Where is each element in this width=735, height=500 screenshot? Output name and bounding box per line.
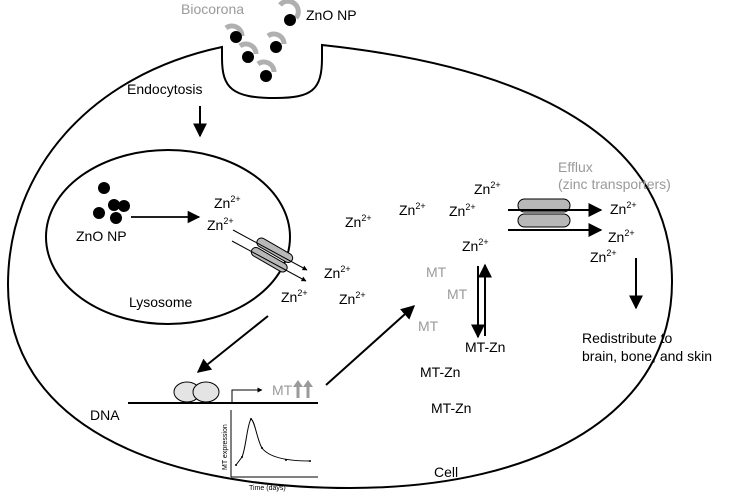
zn-to-dna-arrow (196, 315, 269, 373)
redistribute-label: Redistribute to (582, 330, 672, 346)
zn-ion: Zn2+ (590, 248, 617, 265)
zn-ion: Zn2+ (608, 228, 635, 245)
zn-ion: Zn2+ (339, 290, 366, 307)
mt-gene-label: MT (272, 382, 293, 398)
zinc-ions: Zn2+ Zn2+ Zn2+ Zn2+ Zn2+ Zn2+ Zn2+ Zn2+ … (207, 180, 637, 307)
dna-label: DNA (90, 407, 120, 423)
mt-label-free: MT (426, 264, 447, 280)
mt-zn-label: MT-Zn (465, 339, 505, 355)
mt-label-free: MT (447, 286, 468, 302)
mt-expression-curve (235, 418, 311, 466)
mt-zn-label: MT-Zn (431, 400, 471, 416)
biocorona-label: Biocorona (181, 1, 244, 17)
mt-zn-label: MT-Zn (420, 364, 460, 380)
zn-ion: Zn2+ (474, 180, 501, 197)
lysosome-label: Lysosome (129, 294, 193, 310)
zn-ion: Zn2+ (281, 288, 308, 305)
redistribute-targets: brain, bone, and skin (582, 348, 712, 364)
biocorona-nanoparticles (224, 0, 301, 82)
zn-ion: Zn2+ (449, 202, 476, 219)
zno-np-cluster (93, 182, 130, 224)
zinc-transporter (517, 198, 571, 228)
upregulation-icon (293, 380, 313, 398)
inset-xlabel: Time (days) (249, 485, 286, 492)
zn-ion: Zn2+ (610, 200, 637, 217)
endocytosis-label: Endocytosis (127, 81, 202, 97)
zn-ion: Zn2+ (462, 237, 489, 254)
mt-label-free: MT (418, 318, 439, 334)
zn-ion: Zn2+ (207, 216, 234, 233)
efflux-subtitle: (zinc transporters) (558, 176, 671, 192)
expression-arrow (325, 305, 416, 386)
transcription-start-arrow (231, 387, 263, 403)
cell-label: Cell (434, 464, 458, 480)
lysosome-efflux-arrow-1 (232, 229, 308, 271)
zno-np-lysosome-label: ZnO NP (76, 228, 127, 244)
lysosome-efflux-arrow-2 (231, 240, 307, 282)
zn-ion: Zn2+ (214, 194, 241, 211)
lysosome-transporter (250, 237, 294, 273)
zno-np-top-label: ZnO NP (306, 7, 357, 23)
zn-ion: Zn2+ (399, 201, 426, 218)
cell-membrane (6, 43, 674, 490)
lysosome-membrane (45, 149, 291, 325)
inset-ylabel: MT expression (222, 424, 229, 470)
zn-ion: Zn2+ (345, 213, 372, 230)
efflux-label: Efflux (558, 159, 593, 175)
transcription-factor (192, 381, 220, 403)
zn-ion: Zn2+ (324, 264, 351, 281)
mt-expression-inset: MT expression Time (days) (222, 410, 318, 492)
